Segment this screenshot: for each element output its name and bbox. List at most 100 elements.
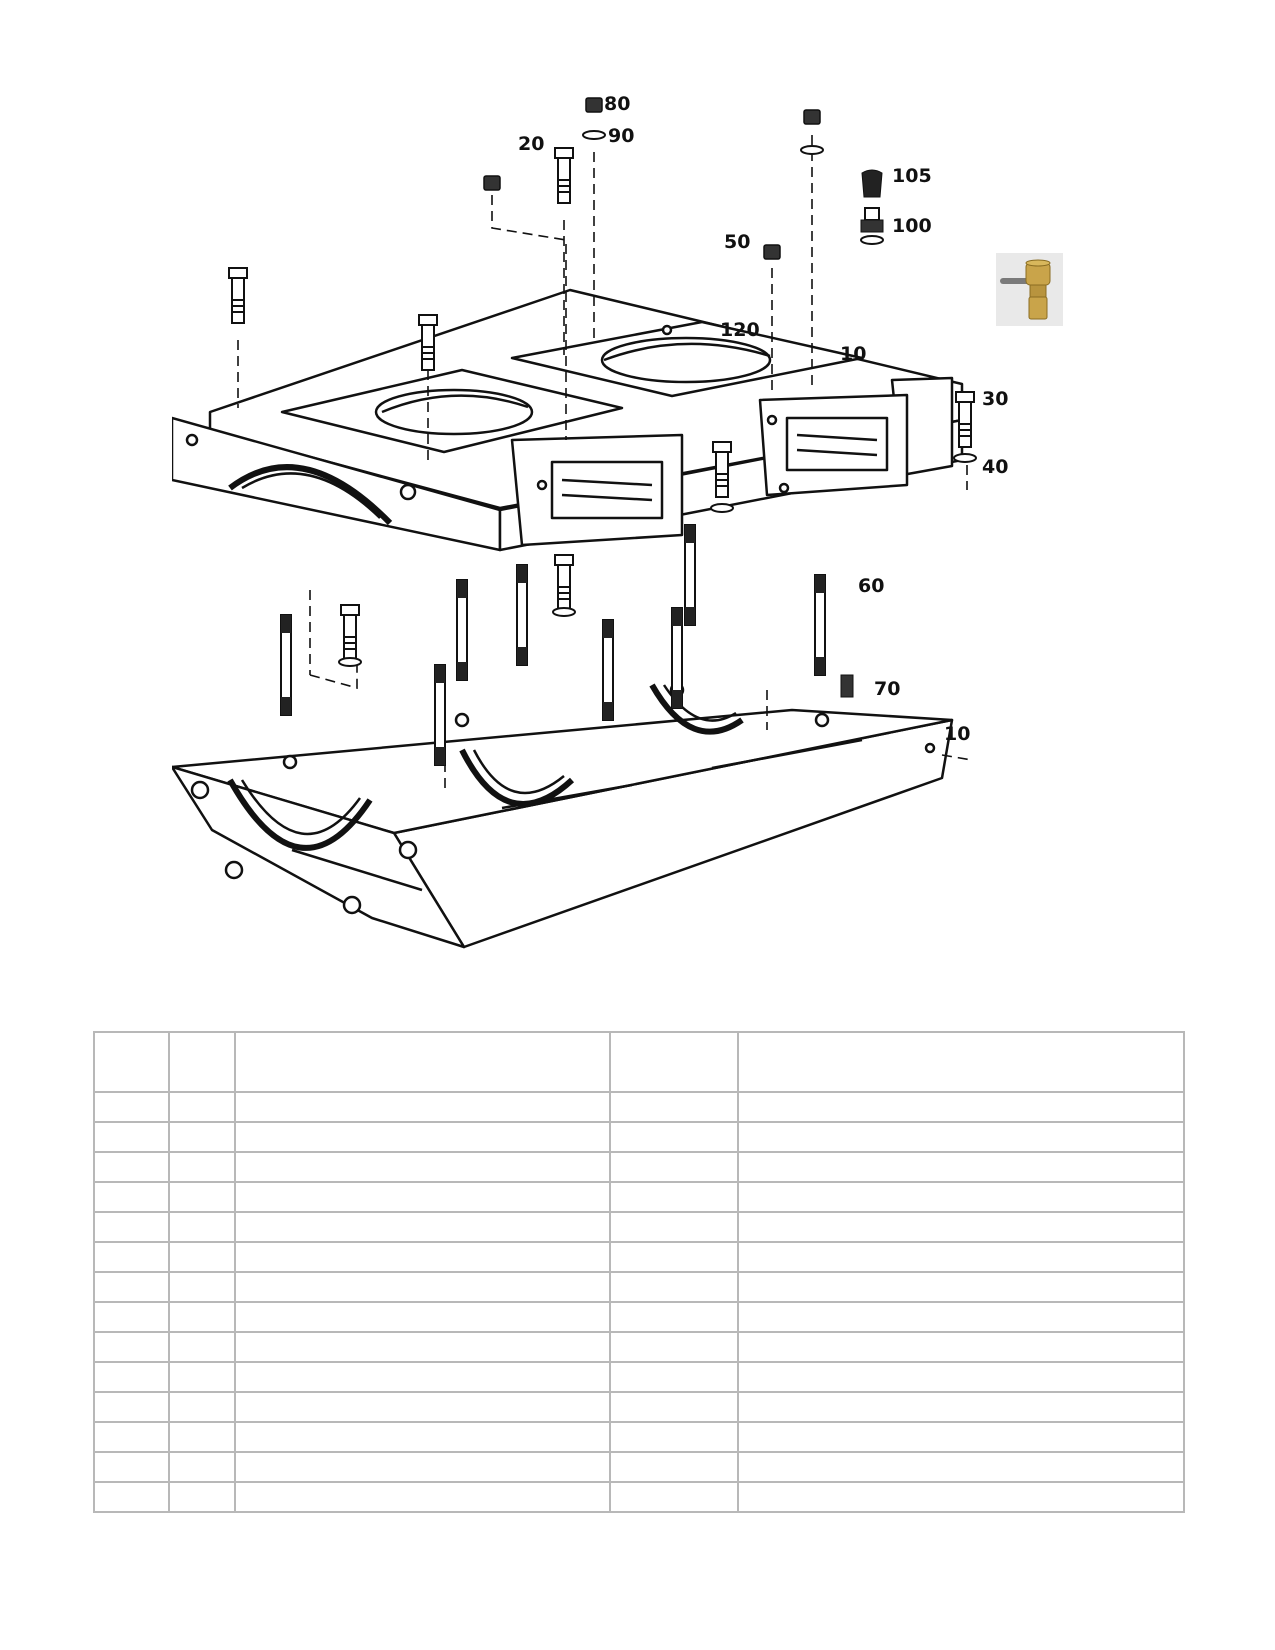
table-cell xyxy=(609,1271,739,1303)
table-cell xyxy=(168,1391,236,1423)
table-cell xyxy=(93,1451,170,1483)
table-cell xyxy=(234,1391,611,1423)
table-cell xyxy=(168,1271,236,1303)
callout-90: 90 xyxy=(608,125,634,147)
table-cell xyxy=(234,1211,611,1243)
crankcase-drawing: 80 90 20 105 100 50 120 10 30 40 60 70 1… xyxy=(172,93,1008,949)
table-cell xyxy=(609,1121,739,1153)
lower-crankcase xyxy=(172,682,954,949)
table-cell xyxy=(737,1181,1185,1213)
callout-30: 30 xyxy=(982,388,1008,410)
table-cell xyxy=(93,1151,170,1183)
table-cell xyxy=(234,1331,611,1363)
table-cell xyxy=(168,1361,236,1393)
table-cell xyxy=(168,1451,236,1483)
table-cell xyxy=(93,1481,170,1513)
table-cell xyxy=(737,1421,1185,1453)
table-cell xyxy=(609,1241,739,1273)
table-cell xyxy=(234,1271,611,1303)
exploded-parts-diagram: 80 90 20 105 100 50 120 10 30 40 60 70 1… xyxy=(172,90,1065,1003)
table-body xyxy=(93,1091,1185,1513)
table-row xyxy=(93,1091,1185,1123)
table-cell xyxy=(737,1391,1185,1423)
callout-70: 70 xyxy=(874,678,900,700)
callout-20: 20 xyxy=(518,133,544,155)
callout-120: 120 xyxy=(720,319,760,341)
table-cell xyxy=(234,1091,611,1123)
table-cell xyxy=(737,1121,1185,1153)
callout-labels: 80 90 20 105 100 50 120 10 30 40 60 70 1… xyxy=(518,93,1008,745)
header-cell xyxy=(609,1031,739,1093)
table-cell xyxy=(93,1421,170,1453)
table-cell xyxy=(168,1331,236,1363)
table-cell xyxy=(234,1181,611,1213)
table-cell xyxy=(234,1241,611,1273)
table-row xyxy=(93,1151,1185,1183)
table-cell xyxy=(737,1241,1185,1273)
table-cell xyxy=(609,1181,739,1213)
table-cell xyxy=(609,1211,739,1243)
table-row xyxy=(93,1421,1185,1453)
table-cell xyxy=(737,1211,1185,1243)
table-cell xyxy=(737,1301,1185,1333)
table-cell xyxy=(609,1331,739,1363)
header-cell xyxy=(93,1031,170,1093)
table-row xyxy=(93,1211,1185,1243)
fasteners xyxy=(228,97,977,766)
header-cell xyxy=(234,1031,611,1093)
table-cell xyxy=(93,1361,170,1393)
table-cell xyxy=(609,1391,739,1423)
table-cell xyxy=(93,1241,170,1273)
table-cell xyxy=(93,1301,170,1333)
table-row xyxy=(93,1391,1185,1423)
table-row xyxy=(93,1271,1185,1303)
part-thumbnail xyxy=(996,253,1063,326)
table-cell xyxy=(93,1331,170,1363)
callout-105: 105 xyxy=(892,165,932,187)
table-cell xyxy=(168,1121,236,1153)
table-cell xyxy=(234,1421,611,1453)
table-cell xyxy=(737,1481,1185,1513)
table-cell xyxy=(93,1091,170,1123)
table-row xyxy=(93,1451,1185,1483)
table-cell xyxy=(168,1301,236,1333)
upper-housing xyxy=(172,288,964,552)
table-cell xyxy=(234,1121,611,1153)
table-row xyxy=(93,1481,1185,1513)
callout-60: 60 xyxy=(858,575,884,597)
callout-50: 50 xyxy=(724,231,750,253)
table-cell xyxy=(168,1211,236,1243)
table-cell xyxy=(234,1481,611,1513)
table-row xyxy=(93,1301,1185,1333)
table-cell xyxy=(168,1421,236,1453)
callout-10-top: 10 xyxy=(840,343,866,365)
table-cell xyxy=(168,1241,236,1273)
table-cell xyxy=(93,1181,170,1213)
header-cell xyxy=(168,1031,236,1093)
table-row xyxy=(93,1181,1185,1213)
table-cell xyxy=(168,1181,236,1213)
table-cell xyxy=(609,1481,739,1513)
table-cell xyxy=(609,1421,739,1453)
table-cell xyxy=(609,1301,739,1333)
table-cell xyxy=(737,1151,1185,1183)
table-cell xyxy=(609,1451,739,1483)
table-cell xyxy=(609,1151,739,1183)
leader-lines xyxy=(237,135,973,790)
table-row xyxy=(93,1361,1185,1393)
callout-40: 40 xyxy=(982,456,1008,478)
table-header-row xyxy=(93,1031,1185,1093)
table-cell xyxy=(168,1481,236,1513)
table-cell xyxy=(737,1451,1185,1483)
table-cell xyxy=(737,1361,1185,1393)
table-cell xyxy=(234,1361,611,1393)
parts-list-table xyxy=(93,1031,1185,1513)
brass-fitting-icon xyxy=(1000,259,1051,320)
table-row xyxy=(93,1241,1185,1273)
table-cell xyxy=(93,1271,170,1303)
table-cell xyxy=(737,1331,1185,1363)
table-cell xyxy=(609,1361,739,1393)
header-cell xyxy=(737,1031,1185,1093)
table-cell xyxy=(234,1301,611,1333)
table-cell xyxy=(93,1391,170,1423)
